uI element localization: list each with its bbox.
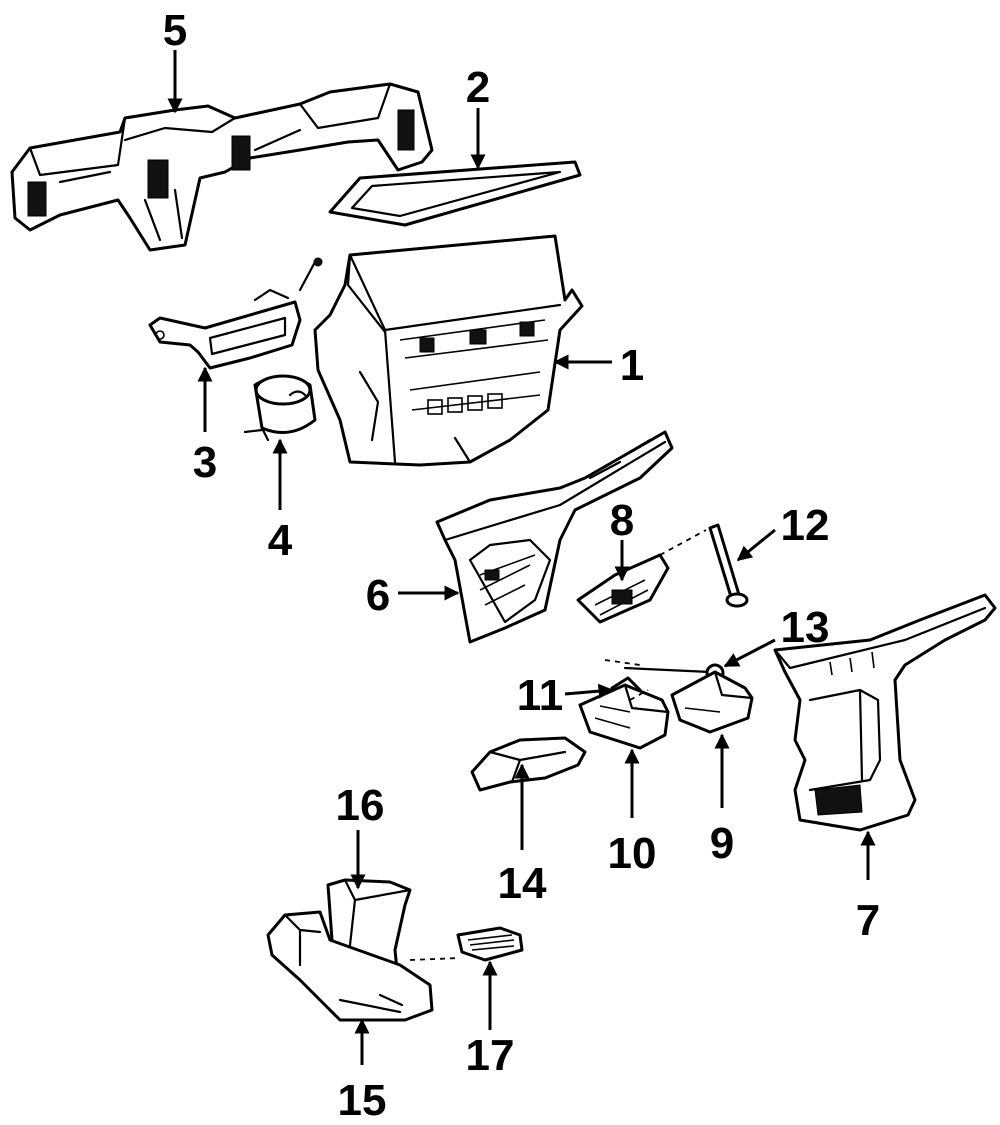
part-12-shaft — [659, 523, 749, 608]
callout-4: 4 — [268, 516, 293, 565]
callout-13: 13 — [781, 603, 830, 652]
part-4-blower-motor — [243, 374, 317, 442]
part-10-door-panel — [578, 683, 670, 750]
part-5-defroster-duct — [10, 82, 434, 252]
callout-12: 12 — [781, 501, 830, 550]
callout-10: 10 — [608, 829, 657, 878]
callout-8: 8 — [610, 496, 634, 545]
callout-11: 11 — [517, 671, 564, 720]
callout-5: 5 — [163, 6, 187, 55]
callout-14: 14 — [498, 859, 547, 908]
part-2-filter-frame — [328, 160, 582, 227]
callout-16: 16 — [336, 781, 385, 830]
part-15-floor-base — [266, 910, 461, 1022]
callout-17: 17 — [466, 1031, 515, 1080]
callout-3: 3 — [193, 438, 217, 487]
part-7-floor-duct — [773, 593, 997, 832]
part-6-duct-housing — [435, 430, 674, 644]
callout-1: 1 — [620, 341, 644, 390]
leader-11 — [564, 683, 614, 699]
part-3-vent-bracket — [148, 257, 323, 370]
leader-12 — [736, 528, 776, 562]
part-9-door-panel — [670, 670, 754, 734]
callout-2: 2 — [466, 63, 490, 112]
callout-15: 15 — [338, 1076, 387, 1125]
callout-7: 7 — [856, 896, 880, 945]
callout-labels: 5 2 1 3 4 6 8 12 13 11 10 9 14 7 16 15 1… — [163, 6, 880, 1125]
part-1-heater-case — [313, 234, 584, 467]
callout-9: 9 — [710, 819, 734, 868]
callout-6: 6 — [366, 571, 390, 620]
leader-13 — [723, 638, 776, 668]
part-17-grille — [456, 926, 524, 962]
part-14-small-duct — [470, 736, 587, 792]
leader-lines — [167, 50, 876, 1065]
